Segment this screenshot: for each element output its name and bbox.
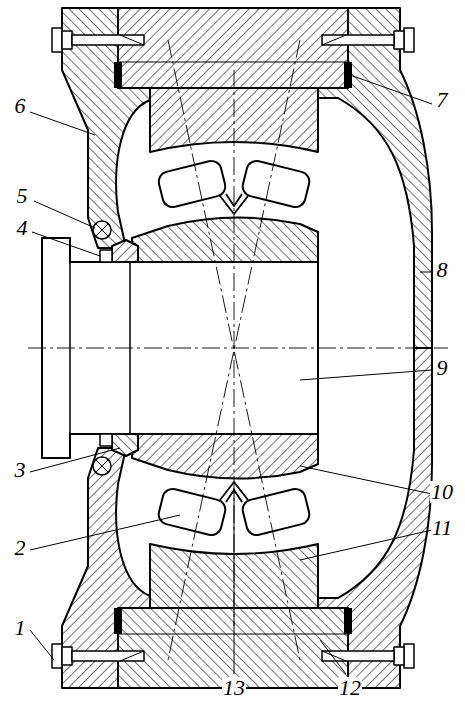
callout-number: 10 xyxy=(430,481,454,503)
callout-number: 3 xyxy=(14,459,27,481)
roller xyxy=(241,159,312,209)
callout-number: 7 xyxy=(436,89,449,111)
callout-number: 11 xyxy=(431,517,453,539)
felt-seal xyxy=(93,221,111,239)
callout-number: 5 xyxy=(16,185,29,207)
callout-number: 9 xyxy=(436,357,449,379)
bolt xyxy=(52,28,414,52)
callout-number: 2 xyxy=(14,537,27,559)
callout-number: 12 xyxy=(338,677,362,699)
roller xyxy=(157,159,228,209)
callout-number: 1 xyxy=(14,617,27,639)
gasket xyxy=(114,62,122,88)
spacer xyxy=(100,250,112,262)
leader-lines xyxy=(30,75,432,674)
shaft-step xyxy=(70,262,318,434)
inner-ring xyxy=(132,217,318,262)
housing-joint xyxy=(118,62,348,63)
callout-number: 8 xyxy=(436,259,449,281)
housing xyxy=(118,8,348,88)
seal-ring xyxy=(112,240,138,262)
callout-number: 13 xyxy=(222,677,246,699)
callout-number: 4 xyxy=(16,217,29,239)
center-line xyxy=(28,348,448,349)
right-end-cover xyxy=(318,8,432,348)
callout-number: 6 xyxy=(14,95,27,117)
